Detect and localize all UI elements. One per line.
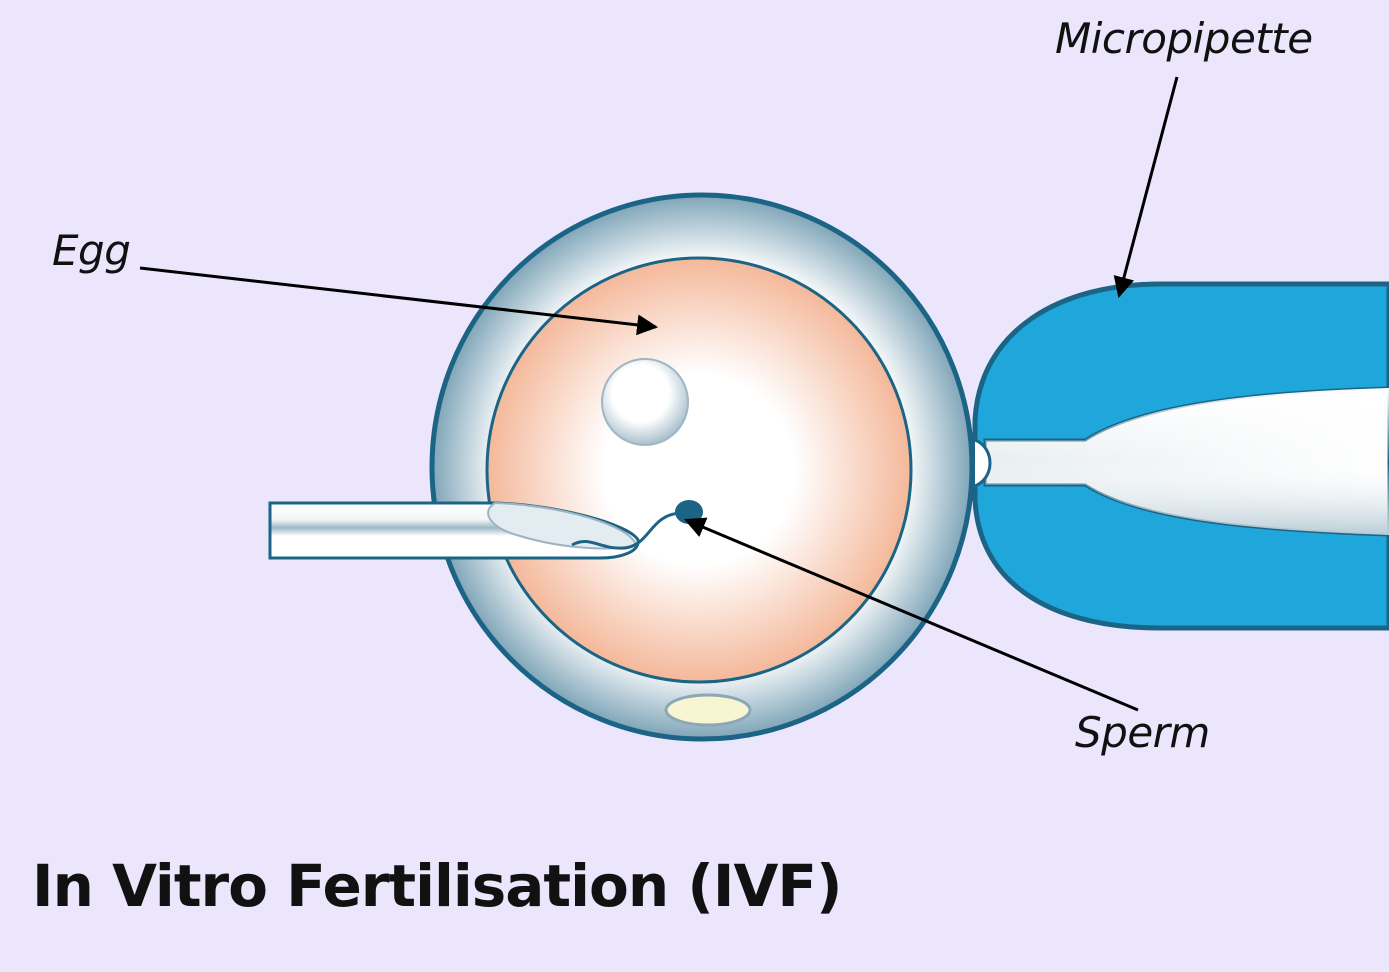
micropipette-arrow <box>1113 76 1179 299</box>
zona-indent <box>974 438 992 488</box>
sperm-arrow <box>684 517 1139 712</box>
sperm-label: Sperm <box>1075 708 1210 757</box>
injection-needle <box>268 501 640 560</box>
diagram-title: In Vitro Fertilisation (IVF) <box>32 852 842 920</box>
egg-cytoplasm <box>485 256 913 684</box>
egg-arrow <box>139 266 659 336</box>
egg-nucleus <box>601 358 689 446</box>
micropipette <box>972 281 1389 631</box>
micropipette-label: Micropipette <box>1055 14 1313 63</box>
polar-body <box>664 693 752 727</box>
egg-label: Egg <box>52 226 131 275</box>
